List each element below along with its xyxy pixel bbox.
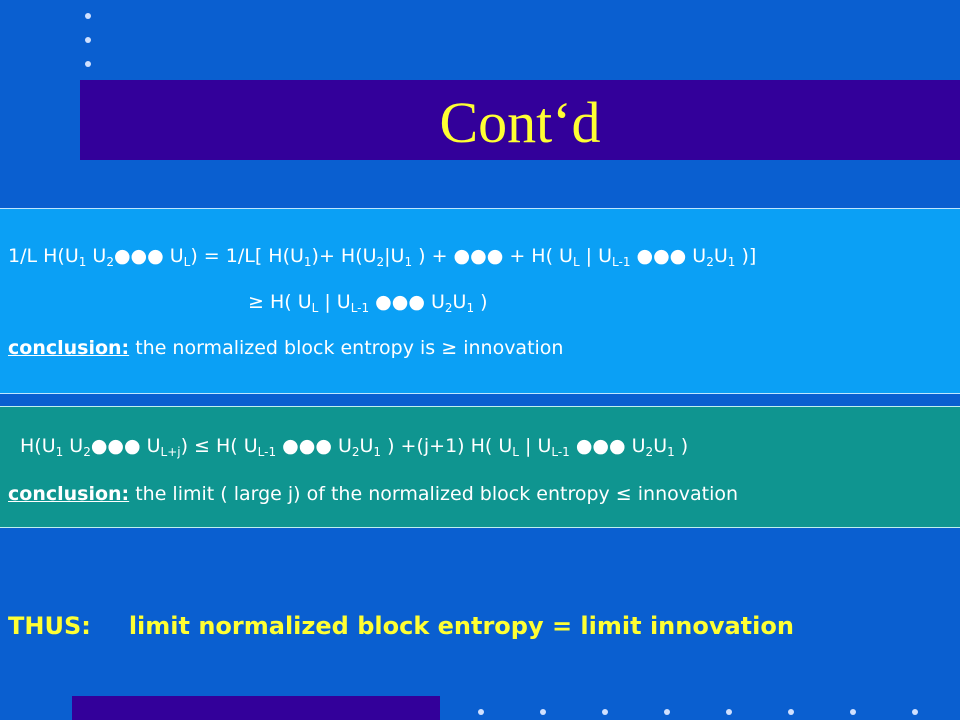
equation-subscript: 1	[727, 255, 736, 269]
equation-text: ) + ●●● + H( U	[412, 245, 573, 267]
decor-dot	[788, 709, 794, 715]
equation-subscript: 2	[376, 255, 385, 269]
equation-text: U	[63, 435, 84, 457]
thus-label: THUS:	[8, 612, 91, 640]
equation-text: ●●● U	[630, 245, 707, 267]
decor-dot	[726, 709, 732, 715]
equation-line-2: ≥ H( UL | UL-1 ●●● U2U1 )	[248, 291, 488, 315]
equation-text: U	[86, 245, 107, 267]
slide-title: Cont‘d	[439, 90, 601, 155]
decor-dot	[850, 709, 856, 715]
decor-dot	[478, 709, 484, 715]
equation-text: )	[674, 435, 689, 457]
footer-bar	[72, 696, 440, 720]
equation-text: U	[653, 435, 668, 457]
equation-text: H(U	[20, 435, 56, 457]
equation-subscript: 2	[351, 445, 360, 459]
decor-dot	[602, 709, 608, 715]
equation-subscript: L	[183, 255, 191, 269]
equation-text: | U	[518, 435, 552, 457]
conclusion-label: conclusion:	[8, 483, 130, 505]
decor-dot	[540, 709, 546, 715]
equation-text: ) +(j+1) H( U	[381, 435, 513, 457]
equation-text: ●●● U	[113, 245, 184, 267]
decor-dot	[85, 37, 91, 43]
equation-subscript: 1	[55, 445, 64, 459]
conclusion-line-2: conclusion: the limit ( large j) of the …	[8, 483, 738, 505]
equation-subscript: 2	[444, 301, 453, 315]
equation-subscript: 2	[706, 255, 714, 269]
thus-statement: THUS: limit normalized block entropy = li…	[8, 612, 794, 640]
entropy-bound-box: 1/L H(U1 U2●●● UL) = 1/L[ H(U1)+ H(U2|U1…	[0, 208, 960, 394]
equation-text: U	[359, 435, 374, 457]
equation-text: ●●● U	[90, 435, 161, 457]
equation-text: 1/L H(U	[8, 245, 79, 267]
equation-subscript: L	[512, 445, 519, 459]
equation-text: |U	[384, 245, 405, 267]
equation-text: )]	[735, 245, 757, 267]
equation-subscript: 1	[466, 301, 475, 315]
equation-text: U	[452, 291, 467, 313]
equation-text: ) = 1/L[ H(U	[190, 245, 304, 267]
equation-subscript: 1	[303, 255, 312, 269]
equation-line-1: 1/L H(U1 U2●●● UL) = 1/L[ H(U1)+ H(U2|U1…	[8, 245, 756, 269]
equation-text: ●●● U	[276, 435, 352, 457]
equation-text: ●●● U	[369, 291, 445, 313]
decor-dot	[912, 709, 918, 715]
equation-subscript: L-1	[551, 445, 570, 459]
equation-text: ) ≤ H( U	[180, 435, 258, 457]
equation-subscript: 2	[645, 445, 654, 459]
equation-subscript: 1	[373, 445, 382, 459]
conclusion-line-1: conclusion: the normalized block entropy…	[8, 337, 563, 359]
thus-text: limit normalized block entropy = limit i…	[128, 612, 794, 640]
equation-text: U	[713, 245, 728, 267]
equation-text: | U	[318, 291, 351, 313]
equation-text: ●●● U	[569, 435, 646, 457]
equation-subscript: L-1	[350, 301, 370, 315]
equation-text: | U	[579, 245, 613, 267]
equation-line-3: H(U1 U2●●● UL+j) ≤ H( UL-1 ●●● U2U1 ) +(…	[20, 435, 688, 459]
title-bar: Cont‘d	[80, 80, 960, 160]
equation-text: )+ H(U	[311, 245, 377, 267]
equation-subscript: L	[311, 301, 319, 315]
decor-dot	[85, 13, 91, 19]
equation-subscript: L-1	[257, 445, 277, 459]
decor-dot	[85, 61, 91, 67]
equation-subscript: 2	[106, 255, 114, 269]
limit-bound-box: H(U1 U2●●● UL+j) ≤ H( UL-1 ●●● U2U1 ) +(…	[0, 406, 960, 528]
equation-subscript: 1	[404, 255, 413, 269]
equation-subscript: 1	[667, 445, 675, 459]
conclusion-text: the normalized block entropy is ≥ innova…	[129, 337, 564, 359]
equation-subscript: L+j	[160, 445, 181, 459]
equation-subscript: 2	[83, 445, 91, 459]
conclusion-label: conclusion:	[8, 337, 130, 359]
equation-text: )	[474, 291, 488, 313]
equation-text: ≥ H( U	[248, 291, 312, 313]
equation-subscript: L	[572, 255, 580, 269]
equation-subscript: 1	[78, 255, 87, 269]
decor-dot	[664, 709, 670, 715]
conclusion-text: the limit ( large j) of the normalized b…	[129, 483, 739, 505]
equation-subscript: L-1	[612, 255, 631, 269]
